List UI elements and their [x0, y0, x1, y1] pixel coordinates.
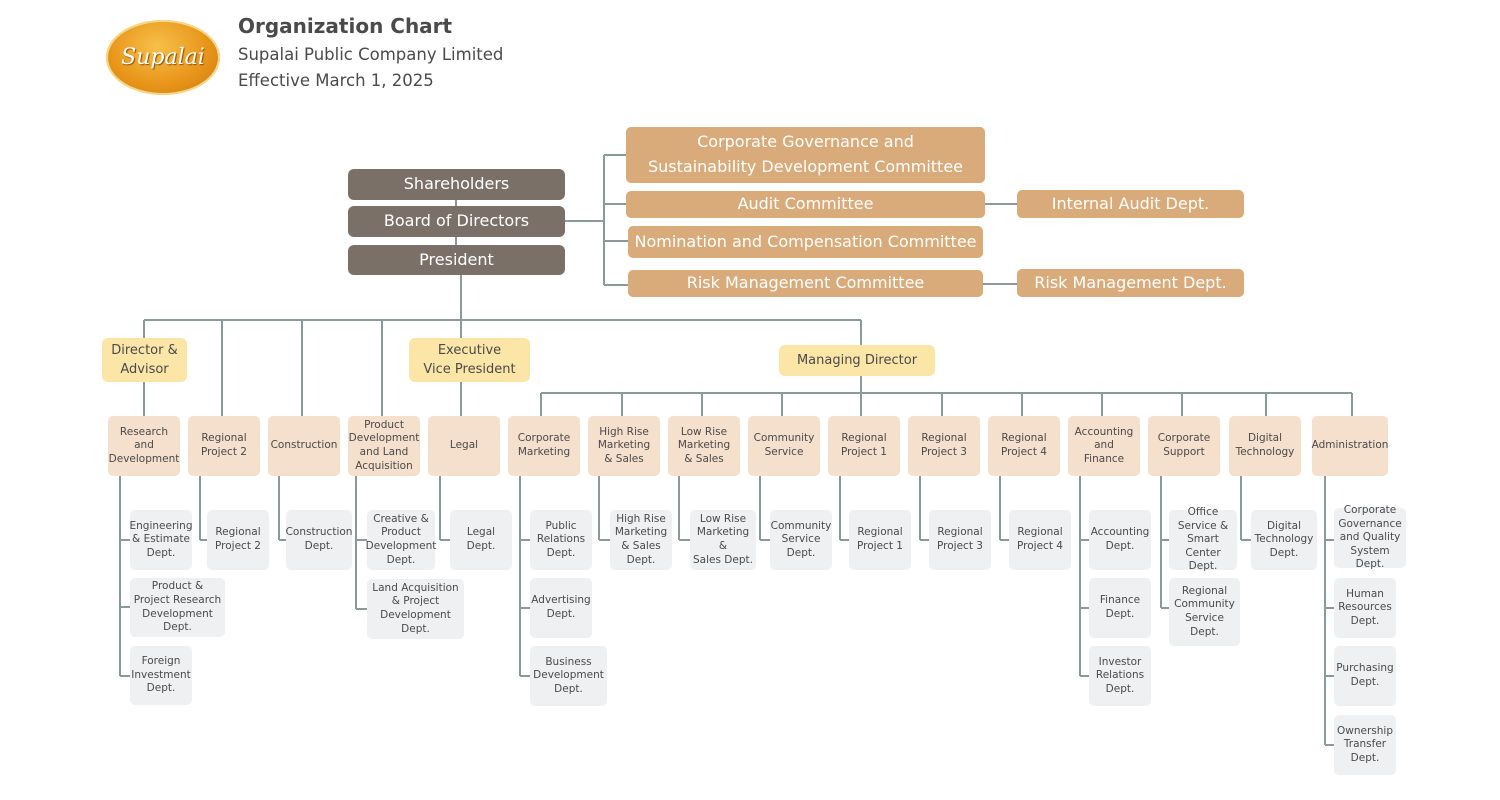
dept-engineering-estimate: Engineering & Estimate Dept.: [130, 510, 193, 570]
division-regional-project-1: Regional Project 1: [828, 416, 900, 476]
dept-regional-community-service: Regional Community Service Dept.: [1169, 578, 1240, 646]
dept-corporate-governance-quality: Corporate Governance and Quality System …: [1334, 504, 1406, 570]
dept-regional-project-2: Regional Project 2: [207, 510, 269, 570]
dept-human-resources: Human Resources Dept.: [1334, 578, 1396, 638]
division-digital-technology: Digital Technology: [1229, 416, 1301, 476]
dept-construction: Construction Dept.: [286, 510, 352, 570]
division-corporate-marketing: Corporate Marketing: [508, 416, 580, 476]
division-regional-project-2: Regional Project 2: [188, 416, 260, 476]
dept-digital-technology: Digital Technology Dept.: [1251, 510, 1317, 570]
division-corporate-support: Corporate Support: [1148, 416, 1220, 476]
dept-office-service-smart-center: Office Service & Smart Center Dept.: [1169, 506, 1237, 572]
dept-advertising: Advertising Dept.: [530, 578, 592, 638]
division-accounting-finance: Accounting and Finance: [1068, 416, 1140, 476]
effective-date: Effective March 1, 2025: [238, 71, 434, 90]
division-product-development-land: Product Development and Land Acquisition: [348, 416, 420, 476]
president-box: President: [348, 245, 565, 275]
dept-community-service: Community Service Dept.: [770, 510, 832, 570]
division-low-rise-marketing: Low Rise Marketing & Sales: [668, 416, 740, 476]
division-regional-project-3: Regional Project 3: [908, 416, 980, 476]
dept-ownership-transfer: Ownership Transfer Dept.: [1334, 715, 1396, 775]
audit-committee-box: Audit Committee: [626, 191, 985, 218]
division-regional-project-4: Regional Project 4: [988, 416, 1060, 476]
dept-foreign-investment: Foreign Investment Dept.: [130, 646, 192, 705]
dept-creative-product-development: Creative & Product Development Dept.: [366, 510, 436, 570]
division-high-rise-marketing: High Rise Marketing & Sales: [588, 416, 660, 476]
dept-investor-relations: Investor Relations Dept.: [1089, 646, 1151, 706]
division-legal: Legal: [428, 416, 500, 476]
dept-legal: Legal Dept.: [450, 510, 512, 570]
nomination-committee-box: Nomination and Compensation Committee: [628, 226, 983, 258]
division-administration: Administration: [1312, 416, 1388, 476]
company-name: Supalai Public Company Limited: [238, 45, 504, 64]
dept-purchasing: Purchasing Dept.: [1334, 646, 1396, 706]
governance-committee-box: Corporate Governance and Sustainability …: [626, 127, 985, 183]
dept-regional-project-3: Regional Project 3: [929, 510, 991, 570]
dept-product-project-research: Product & Project Research Development D…: [130, 578, 225, 637]
supalai-logo: Supalai: [106, 20, 220, 95]
dept-public-relations: Public Relations Dept.: [530, 510, 592, 570]
managing-director-box: Managing Director: [779, 345, 935, 376]
director-advisor-box: Director & Advisor: [102, 338, 187, 382]
dept-finance: Finance Dept.: [1089, 578, 1151, 638]
dept-low-rise-marketing: Low Rise Marketing & Sales Dept.: [690, 510, 756, 570]
executive-vice-president-box: Executive Vice President: [409, 338, 530, 382]
division-construction: Construction: [268, 416, 340, 476]
risk-management-dept-box: Risk Management Dept.: [1017, 269, 1244, 297]
risk-committee-box: Risk Management Committee: [628, 270, 983, 297]
internal-audit-dept-box: Internal Audit Dept.: [1017, 190, 1244, 218]
page-title: Organization Chart: [238, 14, 453, 38]
shareholders-box: Shareholders: [348, 169, 565, 200]
dept-land-acquisition: Land Acquisition & Project Development D…: [367, 579, 464, 639]
division-community-service: Community Service: [748, 416, 820, 476]
logo-text: Supalai: [121, 45, 205, 70]
dept-accounting: Accounting Dept.: [1089, 510, 1151, 570]
dept-high-rise-marketing: High Rise Marketing & Sales Dept.: [610, 510, 672, 570]
dept-business-development: Business Development Dept.: [530, 646, 607, 706]
division-research-development: Research and Development: [108, 416, 180, 476]
dept-regional-project-4: Regional Project 4: [1009, 510, 1071, 570]
dept-regional-project-1: Regional Project 1: [849, 510, 911, 570]
board-of-directors-box: Board of Directors: [348, 206, 565, 237]
